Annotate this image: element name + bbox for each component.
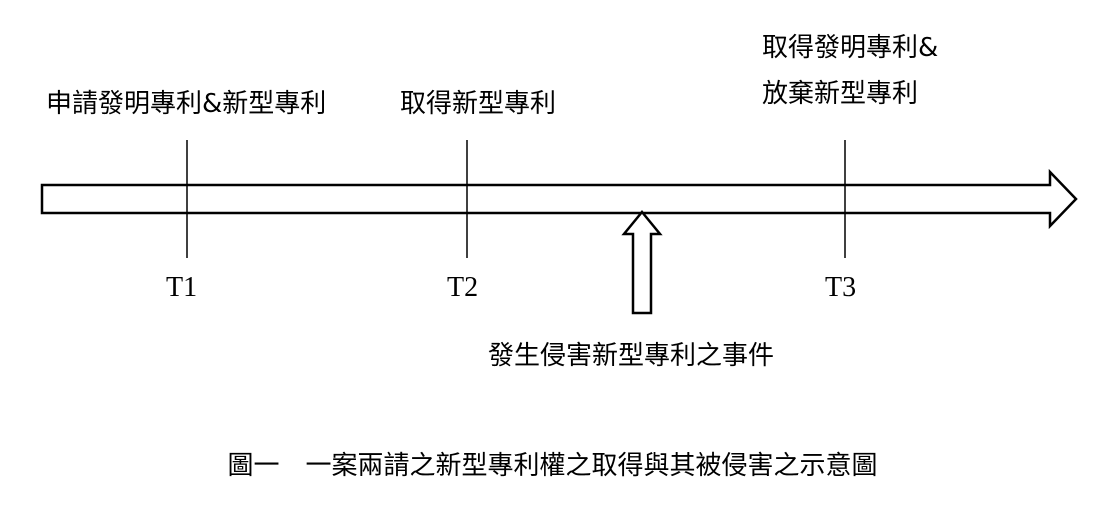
t1-event-label: 申請發明專利&新型專利 — [46, 86, 326, 122]
t2-tick-label: T2 — [447, 272, 478, 304]
infringement-event-label: 發生侵害新型專利之事件 — [488, 338, 774, 374]
t2-event-label: 取得新型專利 — [400, 86, 556, 122]
timeline-arrow — [42, 172, 1076, 226]
t3-event-label-line2: 放棄新型專利 — [762, 76, 918, 112]
figure-caption: 圖一 一案兩請之新型專利權之取得與其被侵害之示意圖 — [0, 448, 1105, 484]
t1-tick-label: T1 — [166, 272, 197, 304]
infringement-up-arrow — [624, 212, 660, 313]
t3-event-label-line1: 取得發明專利& — [762, 30, 938, 66]
t3-tick-label: T3 — [825, 272, 856, 304]
